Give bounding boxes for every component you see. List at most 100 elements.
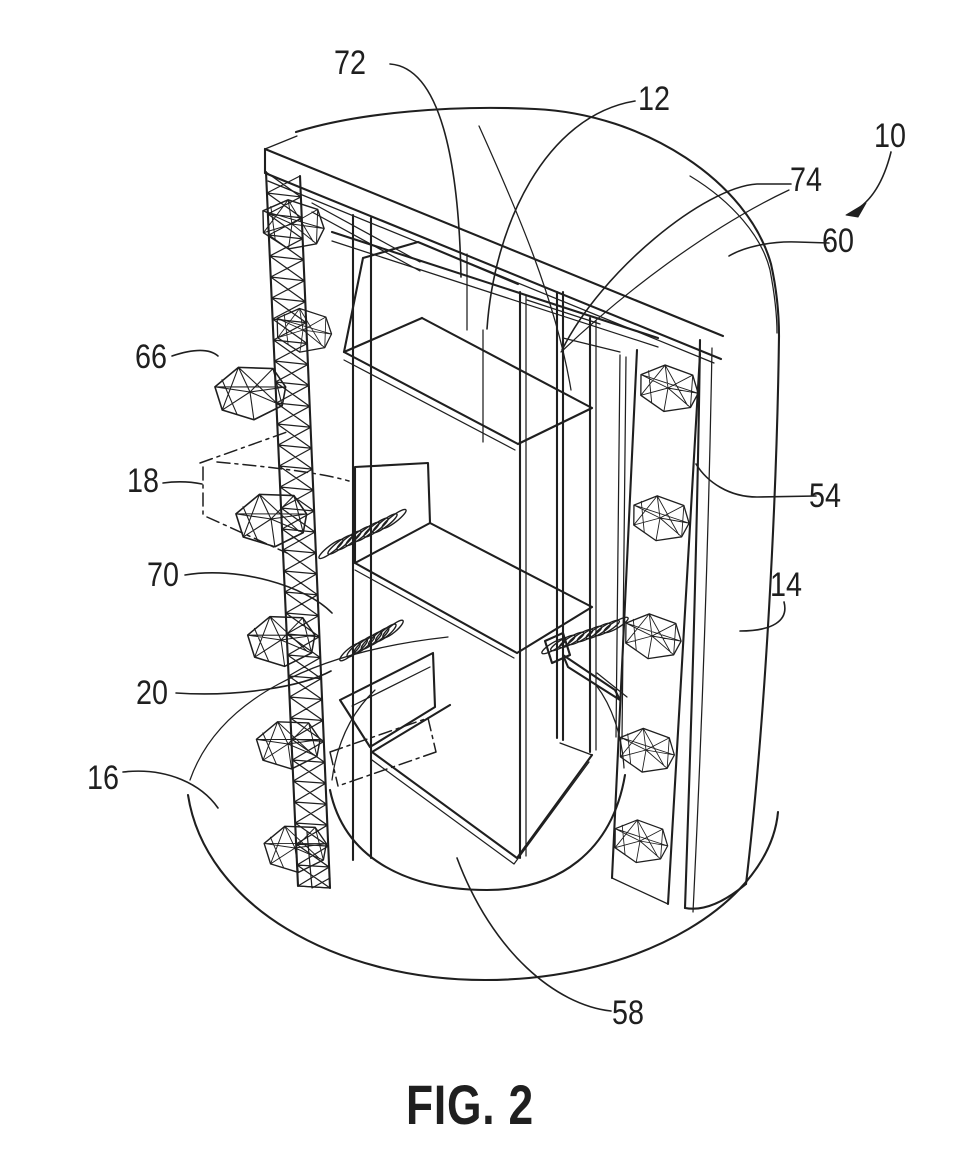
roller-truss-right-3 xyxy=(619,609,686,665)
ref-label-12: 12 xyxy=(638,80,670,118)
spring-upper xyxy=(318,508,407,560)
spring-coil xyxy=(345,525,371,547)
track-diagonal-brace xyxy=(526,299,601,325)
spring-coil xyxy=(318,538,344,560)
leader-70 xyxy=(184,572,333,614)
shelf-upper xyxy=(342,240,594,451)
leader-66 xyxy=(171,349,219,357)
guide-track-inner xyxy=(615,354,627,740)
ref-label-14: 14 xyxy=(770,566,802,604)
top-plate xyxy=(263,135,725,364)
shelf-middle xyxy=(353,461,594,659)
ref-label-70: 70 xyxy=(147,556,179,594)
leader-58 xyxy=(456,857,612,1012)
inner-ring xyxy=(328,684,627,892)
leader-10-arrowhead xyxy=(845,202,867,218)
roller-truss-right-5 xyxy=(609,815,672,869)
phantom-arc-18 xyxy=(216,461,350,482)
wall-bottom-rim xyxy=(683,882,748,910)
shelf-upper-floor xyxy=(342,316,594,446)
wall-cut-edge-inner xyxy=(692,347,713,913)
right-rail-left-edge xyxy=(610,348,639,880)
wall-cut-edge-outer xyxy=(683,338,702,910)
support-post xyxy=(351,213,373,862)
cylinder-housing xyxy=(294,106,790,913)
phantom-box-18 xyxy=(199,431,288,554)
top-rim-arc xyxy=(294,106,781,338)
spring-coil xyxy=(354,521,380,543)
leader-60 xyxy=(728,241,830,257)
floor-edges xyxy=(370,703,594,860)
ref-label-74: 74 xyxy=(790,161,822,199)
shelf-upper-floor-double xyxy=(343,359,516,451)
shelf-middle-wall xyxy=(353,461,432,565)
base-back-rim xyxy=(189,636,449,781)
right-rail-right-edge xyxy=(666,352,702,906)
roller-truss-left-3 xyxy=(244,610,320,672)
leader-16 xyxy=(122,770,219,809)
spring-coil xyxy=(374,623,397,643)
bracket-lower-edge xyxy=(596,672,628,698)
rail-tail-flap xyxy=(306,831,331,889)
ref-label-20: 20 xyxy=(136,674,168,712)
shelf-middle-floor-double xyxy=(354,569,515,659)
spring-coil xyxy=(336,530,362,551)
shelf-upper-wall xyxy=(342,240,520,354)
ref-label-10: 10 xyxy=(874,117,906,155)
lid-underside-arc xyxy=(560,189,790,353)
top-rim-inner-arc xyxy=(689,175,778,334)
storage-tower xyxy=(306,202,660,889)
spring-coil xyxy=(382,619,404,639)
leader-10 xyxy=(853,151,892,212)
ref-label-66: 66 xyxy=(135,338,167,376)
shelf-middle-floor xyxy=(353,521,594,655)
ref-label-54: 54 xyxy=(809,477,841,515)
ref-label-72: 72 xyxy=(334,44,366,82)
ref-label-58: 58 xyxy=(612,994,644,1032)
inner-wall-arc xyxy=(478,125,572,391)
spring-coil xyxy=(381,508,407,530)
figure-caption: FIG. 2 xyxy=(406,1073,534,1136)
ref-label-16: 16 xyxy=(87,759,119,797)
spring-coil xyxy=(327,534,353,555)
leader-lines xyxy=(122,63,892,1012)
inner-ring-back-left xyxy=(331,689,376,781)
plate-back-edge xyxy=(264,135,298,150)
tower-bottom-floor xyxy=(306,703,594,889)
reference-labels: 72 12 10 74 60 66 18 54 70 14 20 16 58 xyxy=(87,44,906,1032)
tower-top-edge-double xyxy=(331,240,659,348)
floor-back-edge xyxy=(559,742,593,756)
guide-track-74 xyxy=(555,290,565,742)
spring-coil xyxy=(363,517,389,538)
roller-truss-left-4 xyxy=(253,715,325,774)
spring-coil xyxy=(594,619,621,637)
tower-top-edge xyxy=(330,230,660,340)
top-beam xyxy=(311,202,421,272)
wall-outer-edge xyxy=(744,334,781,886)
leader-20 xyxy=(175,670,332,695)
spring-right xyxy=(541,616,629,655)
leader-14 xyxy=(739,601,786,632)
phantom-box-20 xyxy=(329,717,437,787)
spring-coil xyxy=(372,513,398,534)
leader-72 xyxy=(389,63,462,278)
roller-truss-right-2 xyxy=(627,491,694,547)
right-rail-bottom-cap xyxy=(611,877,669,905)
roller-truss-66 xyxy=(211,360,291,426)
leader-18 xyxy=(162,481,203,485)
spring-lower-left xyxy=(339,619,404,662)
chute-inner xyxy=(351,666,431,707)
bracket-end-plate xyxy=(543,631,572,665)
ref-label-60: 60 xyxy=(822,222,854,260)
chute-outline xyxy=(338,651,437,749)
roller-truss-right-4 xyxy=(614,724,679,778)
base-front-rim xyxy=(186,793,780,982)
leader-12 xyxy=(486,100,636,330)
leader-54 xyxy=(695,463,817,498)
phantom-lines xyxy=(199,431,437,787)
left-guide-rail xyxy=(264,170,332,890)
spring-coil xyxy=(603,616,629,634)
bracket-ramp xyxy=(561,653,622,702)
